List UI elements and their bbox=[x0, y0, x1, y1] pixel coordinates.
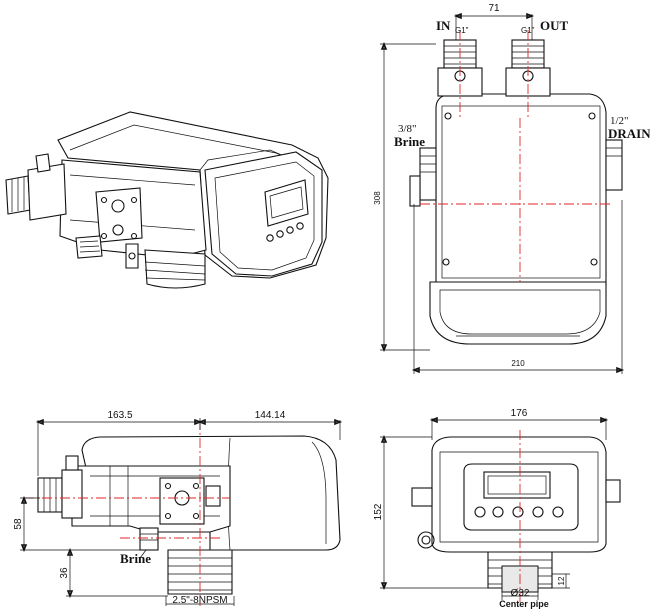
center-pipe-label: Center pipe bbox=[499, 599, 549, 609]
dim-12-text: 12 bbox=[557, 576, 566, 585]
top-view-dimensions: 71 IN G1" G1" OUT 3/8" Brine 1/2" DRAIN … bbox=[373, 3, 650, 374]
thread-label: 2.5"-8NPSM bbox=[172, 595, 227, 606]
top-view bbox=[409, 30, 623, 345]
brine-label-top: Brine bbox=[394, 134, 425, 149]
dim-36-text: 36 bbox=[59, 567, 70, 579]
dim-width-text: 210 bbox=[511, 359, 525, 368]
drain-label: DRAIN bbox=[608, 126, 650, 141]
front-dim-height-text: 152 bbox=[373, 503, 384, 520]
front-dim-width-text: 176 bbox=[511, 408, 528, 419]
out-thread-label: G1" bbox=[521, 26, 535, 35]
drain-size-label: 1/2" bbox=[610, 115, 629, 127]
diameter-label: Ø32 bbox=[511, 588, 530, 599]
dim-58-text: 58 bbox=[13, 518, 24, 530]
dim-height-text: 308 bbox=[373, 191, 382, 205]
front-view bbox=[411, 430, 621, 606]
brine-label-side: Brine bbox=[120, 551, 151, 566]
dim-left-text: 163.5 bbox=[107, 410, 132, 421]
front-view-dimensions: 176 152 12 Ø32 Center pipe bbox=[373, 408, 609, 609]
brine-size-label: 3/8" bbox=[398, 123, 417, 135]
dim-ports-text: 71 bbox=[488, 3, 500, 14]
in-label: IN bbox=[436, 18, 451, 33]
isometric-view bbox=[5, 111, 329, 289]
side-view-dimensions: 163.5 144.14 58 36 Brine 2.5"-8NPSM bbox=[13, 410, 343, 606]
out-label: OUT bbox=[540, 18, 569, 33]
side-view bbox=[24, 420, 341, 606]
dim-right-text: 144.14 bbox=[255, 410, 286, 421]
in-thread-label: G1" bbox=[455, 26, 469, 35]
